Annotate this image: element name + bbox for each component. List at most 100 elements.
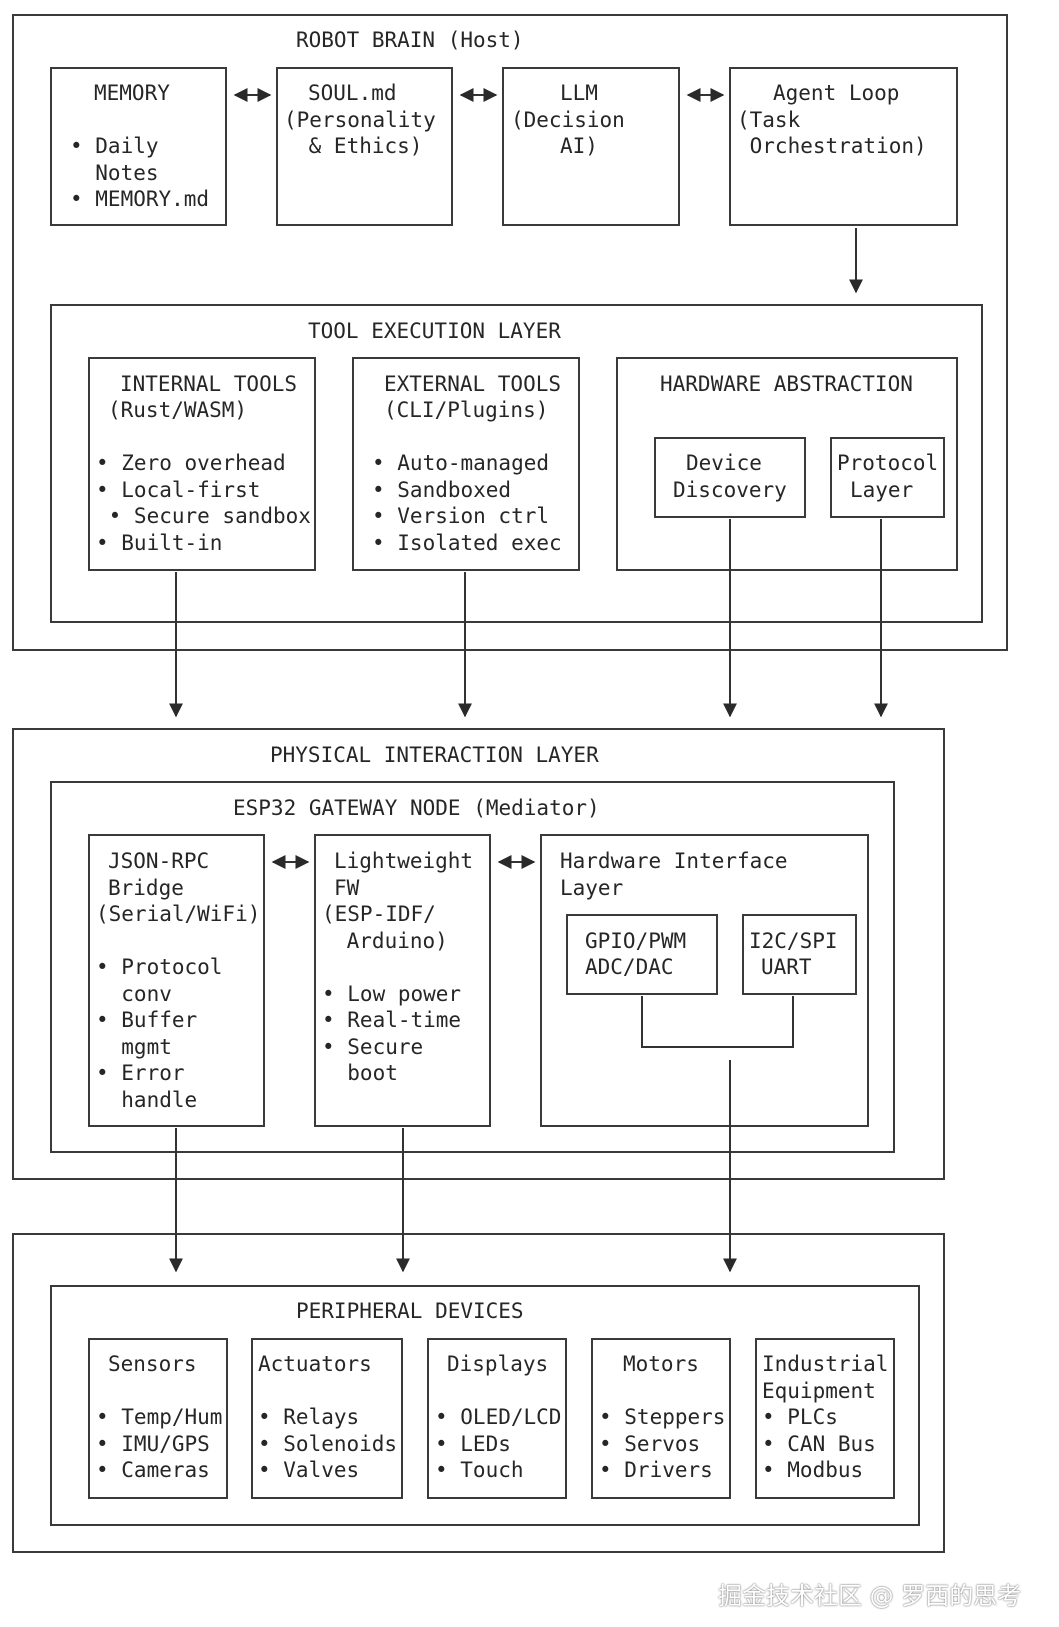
industrial-item-3: • Modbus <box>762 1458 864 1482</box>
agent-line-3: Orchestration) <box>737 134 927 158</box>
displays-box <box>427 1338 567 1499</box>
device-discovery-box <box>654 437 806 518</box>
industrial-title: Industrial <box>762 1352 889 1376</box>
i2c-line-1: I2C/SPI <box>749 929 838 953</box>
displays-item-2: • LEDs <box>435 1432 511 1456</box>
llm-box <box>502 67 680 226</box>
i2c-spi-box <box>742 914 857 995</box>
i2c-line-2: UART <box>761 955 812 979</box>
industrial-title-cont: Equipment <box>762 1379 876 1403</box>
gpio-line-1: GPIO/PWM <box>585 929 687 953</box>
external-item-1: • Auto-managed <box>372 451 550 475</box>
hw-interface-bracket <box>641 996 794 1048</box>
physical-layer-title: PHYSICAL INTERACTION LAYER <box>270 743 599 767</box>
memory-item-1: • Daily <box>70 134 159 158</box>
industrial-equipment-box <box>755 1338 895 1499</box>
actuators-item-1: • Relays <box>258 1405 360 1429</box>
soul-line-1: SOUL.md <box>308 81 397 105</box>
peripheral-devices-outer <box>12 1233 945 1553</box>
external-item-2: • Sandboxed <box>372 478 512 502</box>
jsonrpc-item-3-cont: handle <box>96 1088 198 1112</box>
motors-title: Motors <box>623 1352 699 1376</box>
protocol-layer-line-1: Protocol <box>837 451 939 475</box>
gpio-pwm-box <box>566 914 718 995</box>
agent-line-2: (Task <box>737 108 801 132</box>
agent-line-1: Agent Loop <box>773 81 900 105</box>
device-discovery-line-1: Device <box>686 451 762 475</box>
external-tools-title: EXTERNAL TOOLS <box>384 372 562 396</box>
motors-box <box>591 1338 731 1499</box>
internal-item-2: • Local-first <box>96 478 261 502</box>
actuators-item-3: • Valves <box>258 1458 360 1482</box>
external-tools-subtitle: (CLI/Plugins) <box>384 398 549 422</box>
displays-title: Displays <box>447 1352 549 1376</box>
memory-item-2: • MEMORY.md <box>70 187 210 211</box>
jsonrpc-line-2: Bridge <box>108 876 184 900</box>
watermark-text: 掘金技术社区 @ 罗西的思考 <box>718 1582 1022 1610</box>
hw-interface-title-cont: Layer <box>560 876 624 900</box>
sensors-item-1: • Temp/Hum <box>96 1405 223 1429</box>
llm-line-1: LLM <box>560 81 598 105</box>
memory-box <box>50 67 227 226</box>
external-item-4: • Isolated exec <box>372 531 562 555</box>
external-item-3: • Version ctrl <box>372 504 550 528</box>
llm-line-2: (Decision <box>511 108 625 132</box>
internal-item-1: • Zero overhead <box>96 451 286 475</box>
jsonrpc-item-2: • Buffer <box>96 1008 198 1032</box>
displays-item-3: • Touch <box>435 1458 524 1482</box>
industrial-item-1: • PLCs <box>762 1405 838 1429</box>
gpio-line-2: ADC/DAC <box>585 955 674 979</box>
fw-item-2: • Real-time <box>322 1008 462 1032</box>
actuators-box <box>251 1338 403 1499</box>
motors-item-3: • Drivers <box>599 1458 713 1482</box>
tool-execution-layer <box>50 304 983 623</box>
sensors-item-2: • IMU/GPS <box>96 1432 210 1456</box>
fw-line-1: Lightweight <box>334 849 474 873</box>
tool-layer-title: TOOL EXECUTION LAYER <box>308 319 561 343</box>
fw-line-2: FW <box>334 876 360 900</box>
sensors-box <box>88 1338 228 1499</box>
soul-box <box>276 67 453 226</box>
robot-brain-container <box>12 14 1008 651</box>
sensors-title: Sensors <box>108 1352 197 1376</box>
internal-tools-subtitle: (Rust/WASM) <box>108 398 248 422</box>
lightweight-fw-box <box>314 834 491 1127</box>
fw-item-3-cont: boot <box>322 1061 398 1085</box>
external-tools-box <box>352 357 580 571</box>
jsonrpc-item-1: • Protocol <box>96 955 223 979</box>
physical-interaction-layer <box>12 728 945 1180</box>
memory-item-1-cont: Notes <box>70 161 159 185</box>
fw-line-4: Arduino) <box>334 929 448 953</box>
peripheral-devices-container <box>50 1285 920 1526</box>
motors-item-2: • Servos <box>599 1432 701 1456</box>
jsonrpc-item-1-cont: conv <box>96 982 172 1006</box>
peripheral-devices-title: PERIPHERAL DEVICES <box>296 1299 524 1323</box>
soul-line-2: (Personality <box>284 108 436 132</box>
industrial-item-2: • CAN Bus <box>762 1432 876 1456</box>
hardware-abstraction-title: HARDWARE ABSTRACTION <box>660 372 913 396</box>
jsonrpc-line-3: (Serial/WiFi) <box>96 902 261 926</box>
displays-item-1: • OLED/LCD <box>435 1405 562 1429</box>
sensors-item-3: • Cameras <box>96 1458 210 1482</box>
internal-tools-box <box>88 357 316 571</box>
jsonrpc-line-1: JSON-RPC <box>108 849 210 873</box>
esp32-gateway-node <box>50 781 895 1153</box>
esp32-gateway-title: ESP32 GATEWAY NODE (Mediator) <box>233 796 600 820</box>
memory-title: MEMORY <box>94 81 170 105</box>
soul-line-3: & Ethics) <box>296 134 423 158</box>
llm-line-3: AI) <box>560 134 598 158</box>
fw-line-3: (ESP-IDF/ <box>322 902 436 926</box>
robot-brain-title: ROBOT BRAIN (Host) <box>296 28 524 52</box>
motors-item-1: • Steppers <box>599 1405 726 1429</box>
fw-item-1: • Low power <box>322 982 462 1006</box>
internal-item-4: • Built-in <box>96 531 223 555</box>
agent-loop-box <box>729 67 958 226</box>
fw-item-3: • Secure <box>322 1035 424 1059</box>
jsonrpc-item-2-cont: mgmt <box>96 1035 172 1059</box>
protocol-layer-box <box>830 437 945 518</box>
protocol-layer-line-2: Layer <box>850 478 914 502</box>
internal-tools-title: INTERNAL TOOLS <box>120 372 298 396</box>
actuators-item-2: • Solenoids <box>258 1432 398 1456</box>
actuators-title: Actuators <box>258 1352 372 1376</box>
internal-item-3: • Secure sandbox <box>96 504 311 528</box>
